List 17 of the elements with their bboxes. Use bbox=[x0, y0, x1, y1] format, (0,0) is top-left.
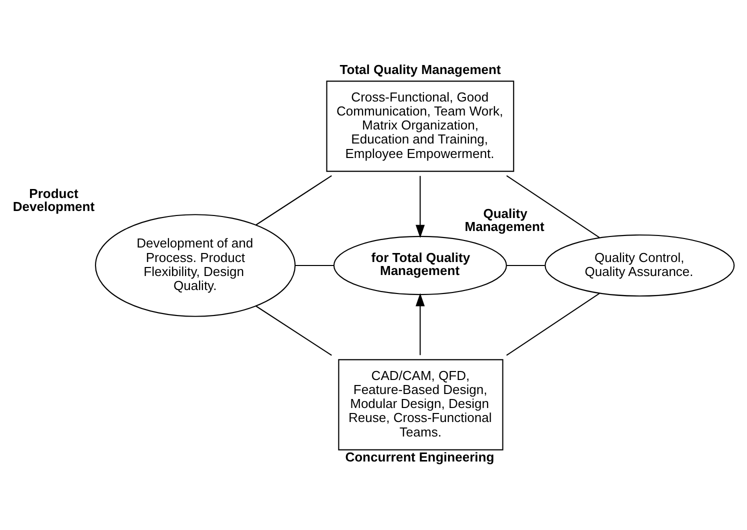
connector bbox=[256, 305, 332, 356]
connector bbox=[255, 174, 332, 226]
connector bbox=[506, 174, 600, 238]
connector bbox=[506, 264, 545, 266]
node-box: Cross-Functional, Good Communication, Team Work, Matrix Organization, Education and Training, Employee Empowerment. bbox=[326, 80, 514, 172]
arrow bbox=[416, 292, 425, 355]
connector bbox=[506, 292, 600, 356]
node-ellipse: for Total Quality Management bbox=[333, 235, 507, 295]
connector bbox=[295, 264, 334, 266]
node-label: Product Development bbox=[12, 186, 95, 214]
node-label: Concurrent Engineering bbox=[345, 448, 494, 464]
node-label: Quality Management bbox=[464, 206, 544, 234]
node-ellipse: Development of and Process. Product Flexibility, Design Quality. bbox=[94, 214, 296, 316]
arrow bbox=[416, 175, 425, 238]
node-box: CAD/CAM, QFD, Feature-Based Design, Modular Design, Design Reuse, Cross-Functional Teams. bbox=[338, 358, 504, 450]
node-label: Total Quality Management bbox=[340, 62, 501, 77]
node-ellipse: Quality Control, Quality Assurance. bbox=[544, 234, 735, 296]
